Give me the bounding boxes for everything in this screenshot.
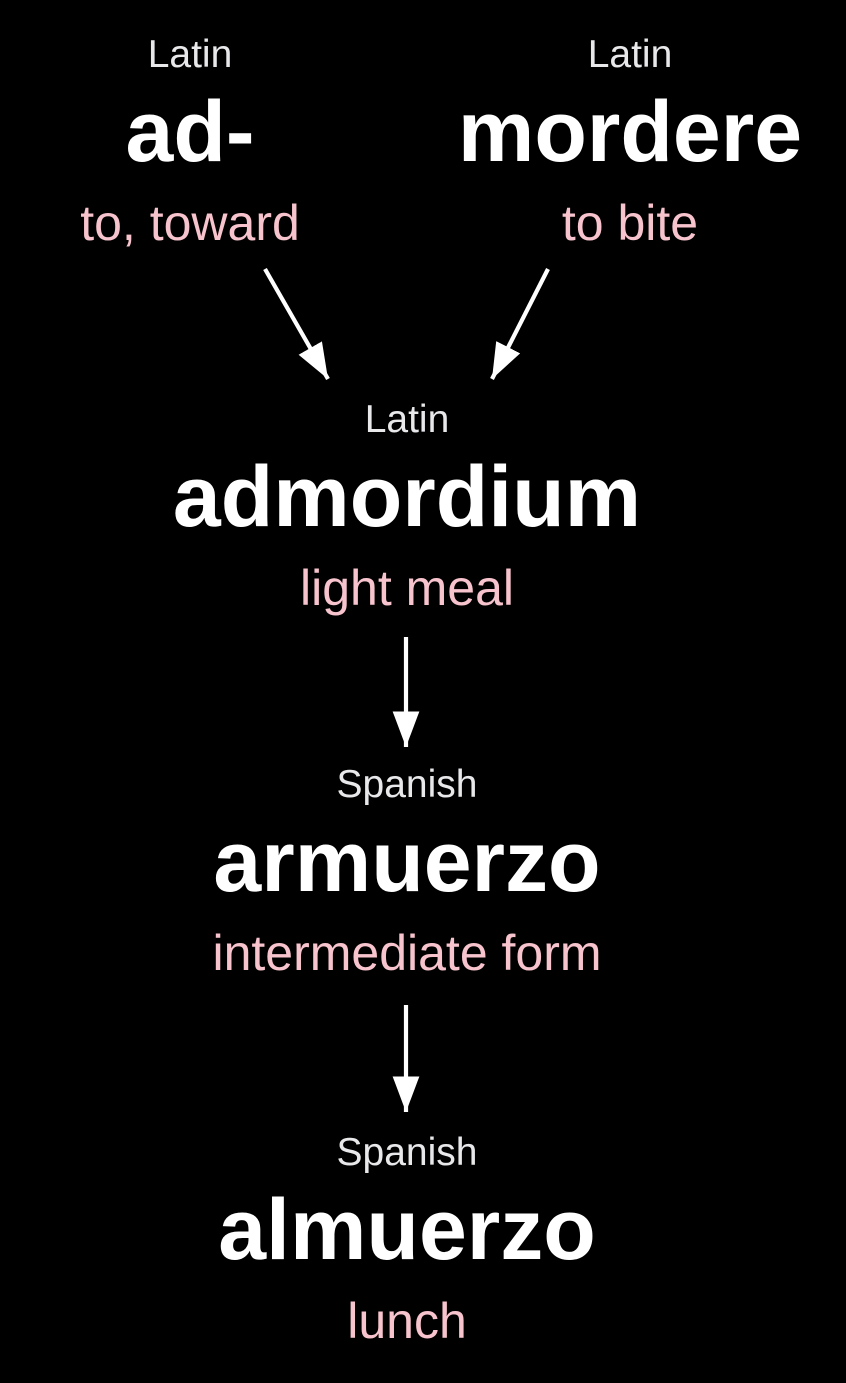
node-armuerzo: Spanish armuerzo intermediate form (212, 765, 601, 978)
word-text: mordere (457, 84, 803, 180)
word-text: armuerzo (213, 814, 601, 910)
gloss-text: light meal (299, 560, 514, 616)
language-label: Spanish (336, 763, 478, 806)
word-text: ad- (125, 84, 255, 180)
arrow-ad-to-admordium-icon (263, 267, 330, 381)
node-admordium: Latin admordium light meal (173, 400, 641, 613)
node-mordere: Latin mordere to bite (458, 35, 802, 248)
language-label: Latin (147, 33, 233, 76)
gloss-text: to bite (561, 195, 699, 251)
word-text: almuerzo (218, 1182, 596, 1278)
gloss-text: to, toward (80, 195, 300, 251)
node-ad: Latin ad- to, toward (80, 35, 300, 248)
language-label: Latin (587, 33, 673, 76)
gloss-text: lunch (347, 1293, 467, 1349)
node-almuerzo: Spanish almuerzo lunch (218, 1133, 596, 1346)
language-label: Spanish (336, 1131, 478, 1174)
language-label: Latin (364, 398, 450, 441)
gloss-text: intermediate form (212, 925, 602, 981)
arrow-mordere-to-admordium-icon (490, 268, 550, 380)
word-text: admordium (172, 449, 642, 545)
